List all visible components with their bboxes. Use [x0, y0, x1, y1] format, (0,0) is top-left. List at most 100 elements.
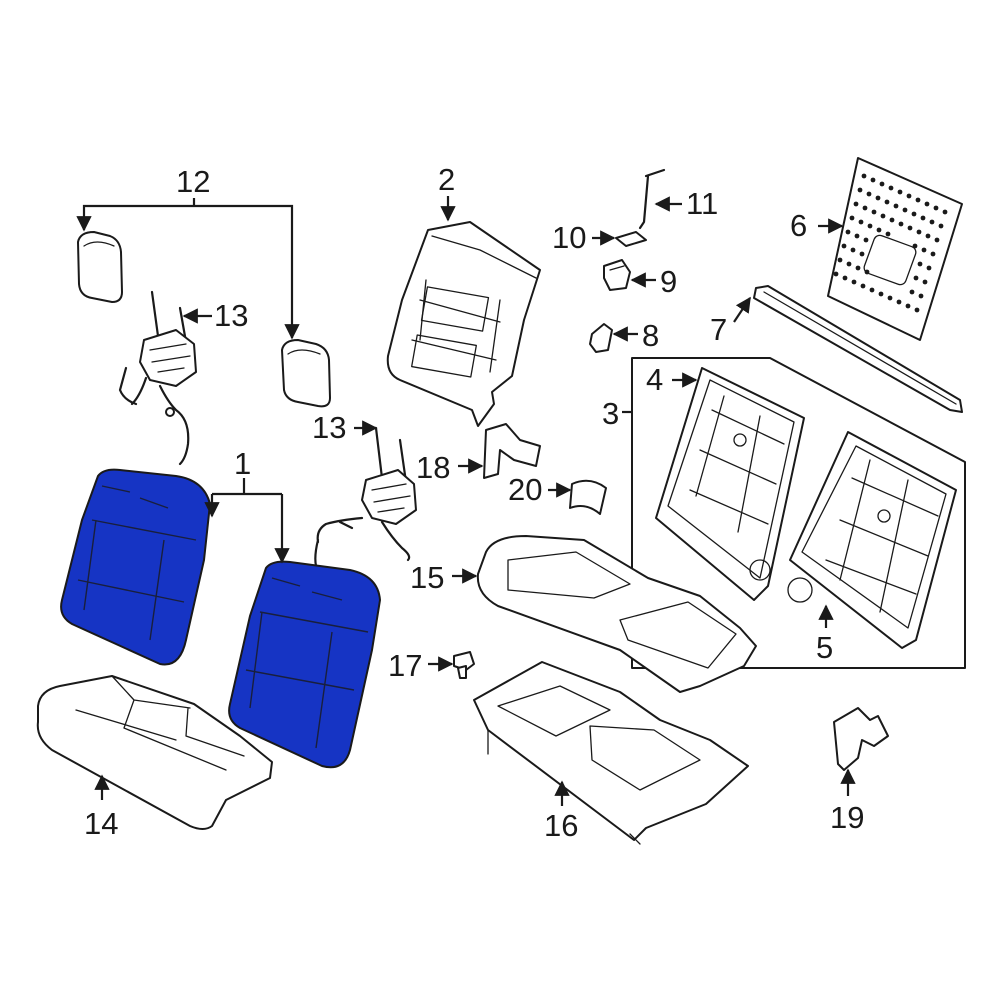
callout-13-left[interactable]: 13 [214, 298, 248, 333]
perforation-dot [888, 185, 894, 191]
perforation-dot [871, 209, 877, 215]
perforation-dot [869, 287, 875, 293]
seat-back-cover-right[interactable] [228, 560, 381, 769]
perforation-dot [926, 265, 932, 271]
callout-13-right[interactable]: 13 [312, 410, 346, 445]
callout-12[interactable]: 12 [176, 164, 210, 199]
perforation-dot [880, 213, 886, 219]
perforation-dot [902, 207, 908, 213]
perforation-dot [930, 251, 936, 257]
perforation-dot [855, 265, 861, 271]
perforation-dot [918, 293, 924, 299]
callout-11[interactable]: 11 [686, 186, 718, 221]
callout-15[interactable]: 15 [410, 560, 444, 595]
callout-numbers: 12 13 13 1 2 11 10 9 8 6 7 3 4 5 18 20 1… [84, 162, 864, 843]
callout-1[interactable]: 1 [234, 446, 251, 481]
perforation-dot [905, 303, 911, 309]
perforation-dot [870, 177, 876, 183]
perforation-dot [933, 205, 939, 211]
guide-assembly-right[interactable] [314, 426, 417, 568]
seat-back-cover-left[interactable] [60, 468, 211, 666]
leader-lines [76, 196, 856, 806]
seat-frame-right[interactable] [787, 431, 957, 649]
perforation-dot [893, 203, 899, 209]
callout-20[interactable]: 20 [508, 472, 542, 507]
perforation-dot [915, 197, 921, 203]
perforation-dot [889, 217, 895, 223]
perforation-dot [849, 215, 855, 221]
guide-assembly-left[interactable] [118, 290, 197, 466]
callout-2[interactable]: 2 [438, 162, 455, 197]
perforation-dot [898, 221, 904, 227]
perforation-dot [913, 275, 919, 281]
perforation-dot [921, 247, 927, 253]
perforation-dot [911, 211, 917, 217]
callout-19[interactable]: 19 [830, 800, 864, 835]
perforation-dot [864, 269, 870, 275]
callout-18[interactable]: 18 [416, 450, 450, 485]
callout-17[interactable]: 17 [388, 648, 422, 683]
perforation-dot [896, 299, 902, 305]
perforation-dot [942, 209, 948, 215]
perforation-dot [934, 237, 940, 243]
callout-6[interactable]: 6 [790, 208, 807, 243]
perforation-dot [887, 295, 893, 301]
seat-frame-left[interactable] [655, 367, 805, 601]
perforation-dot [867, 223, 873, 229]
perforation-dot [862, 205, 868, 211]
perforation-dot [837, 257, 843, 263]
perforation-dot [861, 173, 867, 179]
cover-left-shape [60, 468, 211, 666]
callout-3[interactable]: 3 [602, 396, 619, 431]
seat-back-pad[interactable] [386, 221, 541, 427]
perforation-dot [914, 307, 920, 313]
callout-10[interactable]: 10 [552, 220, 586, 255]
headrest-left[interactable] [77, 231, 123, 303]
release-handle[interactable] [638, 168, 666, 230]
perforation-dot [854, 233, 860, 239]
headrest-right[interactable] [281, 339, 331, 408]
perforation-dot [885, 231, 891, 237]
perforation-dot [841, 243, 847, 249]
perforation-dot [906, 193, 912, 199]
bracket-18[interactable] [483, 423, 541, 479]
bezel[interactable] [615, 231, 647, 247]
clip[interactable] [589, 323, 613, 353]
perforation-dot [860, 283, 866, 289]
trim-strip[interactable] [753, 285, 963, 413]
bushing[interactable] [569, 479, 607, 515]
bracket-19[interactable] [833, 707, 889, 771]
callout-5[interactable]: 5 [816, 630, 833, 665]
perforation-dot [866, 191, 872, 197]
perforation-dot [875, 195, 881, 201]
bolt[interactable] [453, 651, 475, 679]
perforation-dot [920, 215, 926, 221]
perforation-dot [853, 201, 859, 207]
perforation-dot [917, 261, 923, 267]
seat-cushion-pad[interactable] [476, 535, 757, 693]
back-panel[interactable] [827, 157, 963, 341]
perforation-dot [897, 189, 903, 195]
callout-16[interactable]: 16 [544, 808, 578, 843]
perforation-dot [909, 289, 915, 295]
perforation-dot [924, 201, 930, 207]
callout-9[interactable]: 9 [660, 264, 677, 299]
perforation-dot [884, 199, 890, 205]
perforation-dot [850, 247, 856, 253]
perforation-dot [863, 237, 869, 243]
perforation-dot [878, 291, 884, 297]
callout-14[interactable]: 14 [84, 806, 118, 841]
callout-8[interactable]: 8 [642, 318, 659, 353]
perforation-dot [938, 223, 944, 229]
seat-cushion-cover[interactable] [36, 675, 273, 830]
callout-4[interactable]: 4 [646, 362, 663, 397]
seat-cushion-frame[interactable] [473, 661, 749, 845]
perforation-dot [857, 187, 863, 193]
perforation-dot [879, 181, 885, 187]
latch[interactable] [603, 259, 631, 291]
perforation-dot [876, 227, 882, 233]
perforation-dot [842, 275, 848, 281]
perforation-dot [859, 251, 865, 257]
perforation-dot [845, 229, 851, 235]
callout-7[interactable]: 7 [710, 312, 727, 347]
